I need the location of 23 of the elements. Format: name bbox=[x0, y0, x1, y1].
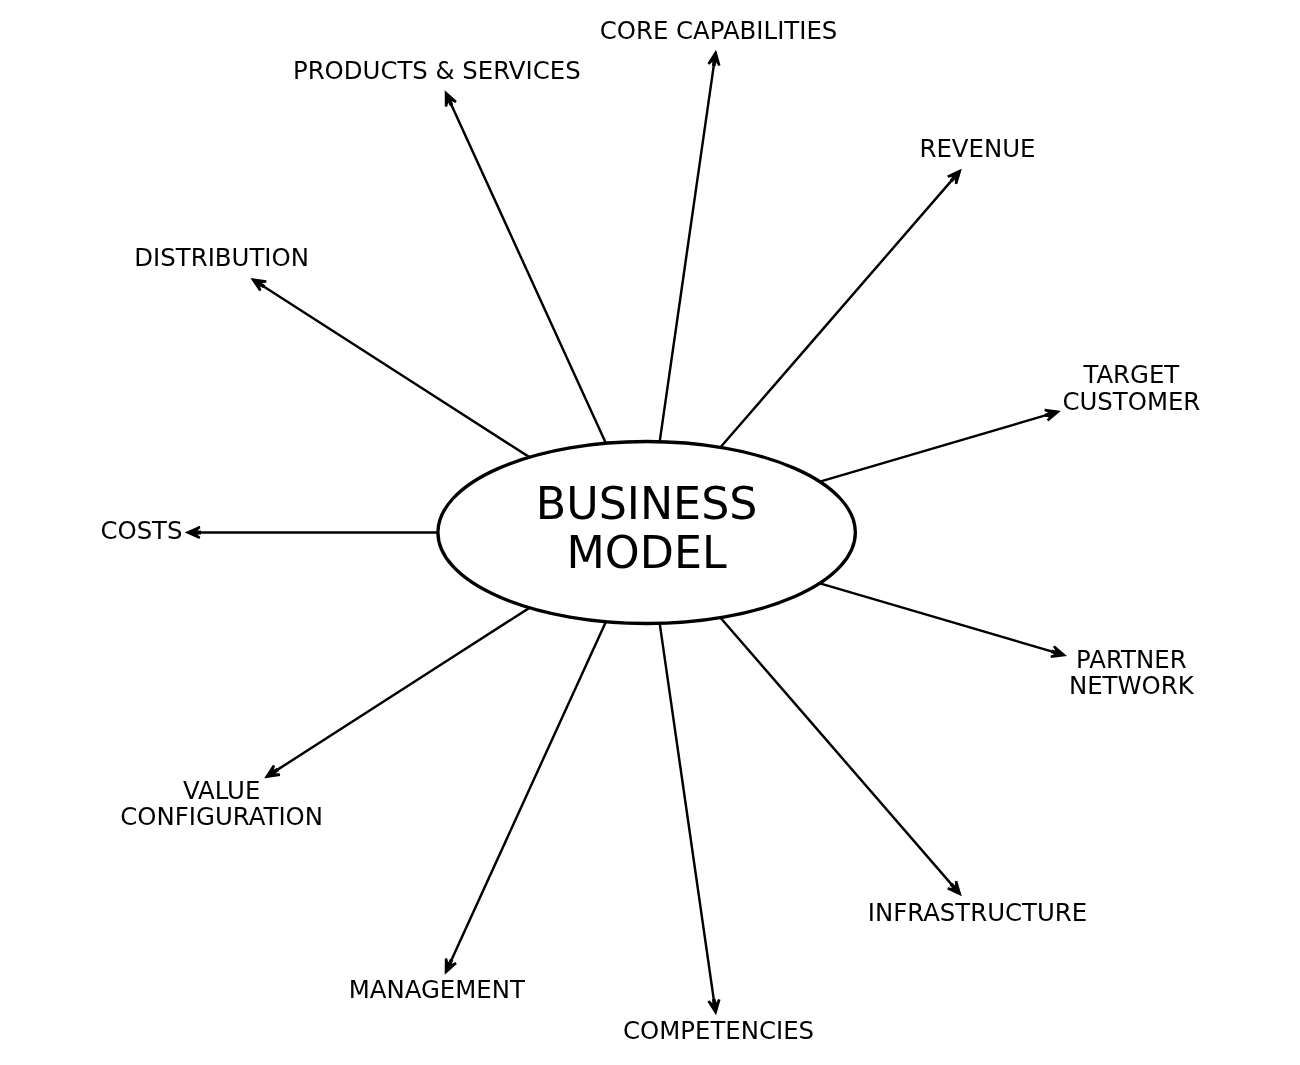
arrow bbox=[819, 582, 1066, 659]
node-text: CORE CAPABILITIES bbox=[599, 15, 838, 45]
arrow bbox=[658, 623, 721, 1014]
node-text: INFRASTRUCTURE bbox=[867, 897, 1088, 927]
arrow bbox=[658, 51, 721, 442]
node-text: MANAGEMENT bbox=[348, 975, 525, 1005]
arrow bbox=[265, 606, 531, 778]
node-text: PRODUCTS & SERVICES bbox=[292, 56, 581, 86]
node-text: PARTNER NETWORK bbox=[1068, 644, 1194, 701]
arrow bbox=[186, 525, 438, 540]
arrow bbox=[444, 621, 607, 974]
node-text: DISTRIBUTION bbox=[134, 242, 309, 272]
arrow bbox=[819, 408, 1060, 483]
arrow bbox=[251, 278, 531, 459]
node-ellipse: BUSINESS MODEL bbox=[436, 439, 858, 626]
arrow bbox=[719, 616, 962, 896]
arrow bbox=[719, 169, 962, 449]
arrow bbox=[444, 91, 607, 444]
node-text: REVENUE bbox=[919, 133, 1036, 163]
node-text: COMPETENCIES bbox=[623, 1015, 815, 1045]
node-text: VALUE CONFIGURATION bbox=[120, 775, 324, 832]
node-text: COSTS bbox=[100, 515, 183, 545]
node-text: TARGET CUSTOMER bbox=[1062, 360, 1201, 416]
